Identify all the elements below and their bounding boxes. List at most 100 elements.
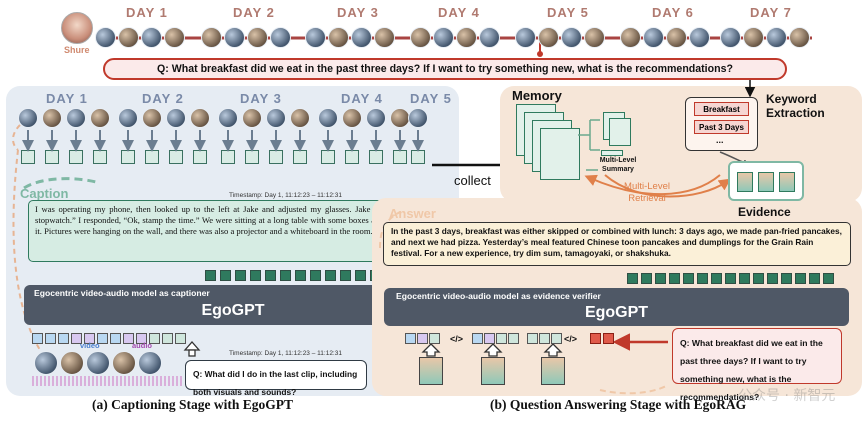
- left-day-5: DAY 5: [410, 91, 452, 106]
- question-banner: Q: What breakfast did we eat in the past…: [103, 58, 787, 80]
- verifier-input-token: [539, 333, 550, 344]
- caption-text: I was operating my phone, then looked up…: [35, 204, 431, 237]
- timeline-thumbnail: [410, 27, 431, 48]
- answer-token: [809, 273, 820, 284]
- input-token: [175, 333, 186, 344]
- video-label: video: [80, 341, 100, 350]
- answer-token: [683, 273, 694, 284]
- clip-thumbnail: [112, 351, 136, 375]
- left-day-thumbnail: [242, 108, 262, 128]
- answer-token: [767, 273, 778, 284]
- answer-token: [753, 273, 764, 284]
- verifier-frame: [541, 357, 565, 385]
- stage-b-title: (b) Question Answering Stage with EgoRAG: [490, 397, 747, 412]
- timeline-thumbnail: [141, 27, 162, 48]
- answer-title: Answer: [389, 206, 436, 221]
- top-timeline: Shure DAY 1 DAY 2 DAY 3 DAY 4 DAY 5 DAY …: [0, 0, 866, 62]
- timeline-thumbnail: [689, 27, 710, 48]
- evidence-title: Evidence: [738, 205, 791, 219]
- egogpt-verifier-bar: Egocentric video-audio model as evidence…: [384, 288, 849, 326]
- left-day-thumbnail: [408, 108, 428, 128]
- input-token: [58, 333, 69, 344]
- timeline-thumbnail: [766, 27, 787, 48]
- caption-token: [220, 270, 231, 281]
- timeline-day-3: DAY 3: [337, 5, 379, 20]
- timeline-thumbnail: [118, 27, 139, 48]
- clip-thumbnail: [34, 351, 58, 375]
- caption-token: [355, 270, 366, 281]
- sep-token-1: </>: [450, 334, 464, 344]
- caption-token: [235, 270, 246, 281]
- timeline-thumbnail: [95, 27, 116, 48]
- evidence-frame-1: [737, 172, 753, 192]
- timeline-thumbnail: [270, 27, 291, 48]
- keyword-box: Breakfast Past 3 Days ...: [685, 97, 758, 151]
- answer-token: [795, 273, 806, 284]
- clip-query-box: Q: What did I do in the last clip, inclu…: [185, 360, 367, 397]
- timeline-thumbnail: [247, 27, 268, 48]
- clip-thumbnail: [138, 351, 162, 375]
- left-day-3: DAY 3: [240, 91, 282, 106]
- timeline-thumbnail: [743, 27, 764, 48]
- timeline-day-2: DAY 2: [233, 5, 275, 20]
- caption-title: Caption: [20, 186, 69, 201]
- left-day-thumbnail: [142, 108, 162, 128]
- left-day-thumbnail: [90, 108, 110, 128]
- left-day-thumbnail: [266, 108, 286, 128]
- answer-token: [697, 273, 708, 284]
- keyword-title: Keyword Extraction: [766, 92, 825, 120]
- up-arrow: [421, 343, 441, 357]
- timeline-thumbnail: [305, 27, 326, 48]
- verifier-input-token: [417, 333, 428, 344]
- left-day-thumbnail: [190, 108, 210, 128]
- answer-token: [641, 273, 652, 284]
- input-token: [84, 333, 95, 344]
- answer-token: [711, 273, 722, 284]
- verifier-input-token: [472, 333, 483, 344]
- input-token: [123, 333, 134, 344]
- verifier-input-token: [527, 333, 538, 344]
- timeline-thumbnail: [620, 27, 641, 48]
- summary-label: Multi-Level Summary: [599, 157, 637, 173]
- left-day-thumbnail: [342, 108, 362, 128]
- answer-token: [725, 273, 736, 284]
- summary-page: [601, 150, 623, 156]
- timeline-day-4: DAY 4: [438, 5, 480, 20]
- left-day-thumbnail: [290, 108, 310, 128]
- timeline-thumbnail: [456, 27, 477, 48]
- timeline-thumbnail: [666, 27, 687, 48]
- sep-token-2: </>: [564, 334, 578, 344]
- timeline-thumbnail: [789, 27, 810, 48]
- left-day-thumbnail: [366, 108, 386, 128]
- timestamp-caption: Timestamp: Day 1, 11:12:23 – 11:12:31: [229, 192, 342, 199]
- verifier-red-token: [603, 333, 614, 344]
- timeline-day-7: DAY 7: [750, 5, 792, 20]
- left-day-thumbnail: [18, 108, 38, 128]
- verifier-question-text: Q: What breakfast did we eat in the past…: [680, 338, 823, 402]
- answer-token: [669, 273, 680, 284]
- left-day-2: DAY 2: [142, 91, 184, 106]
- verifier-frame: [419, 357, 443, 385]
- verifier-input-token: [551, 333, 562, 344]
- avatar: [61, 12, 93, 44]
- caption-box: I was operating my phone, then looked up…: [28, 200, 438, 262]
- summary-page: [609, 118, 631, 146]
- captioner-model-caption: Egocentric video-audio model as captione…: [34, 288, 210, 298]
- verifier-frame: [481, 357, 505, 385]
- verifier-question-box: Q: What breakfast did we eat in the past…: [672, 328, 842, 402]
- timeline-thumbnail: [584, 27, 605, 48]
- clip-thumbnail: [86, 351, 110, 375]
- left-day-4: DAY 4: [341, 91, 383, 106]
- timeline-day-6: DAY 6: [652, 5, 694, 20]
- answer-token: [655, 273, 666, 284]
- answer-text: In the past 3 days, breakfast was either…: [391, 226, 842, 259]
- timestamp-query: Timestamp: Day 1, 11:12:23 – 11:12:31: [229, 350, 342, 357]
- up-arrow: [543, 343, 563, 357]
- left-day-thumbnail: [42, 108, 62, 128]
- input-token: [97, 333, 108, 344]
- answer-box: In the past 3 days, breakfast was either…: [383, 222, 851, 266]
- caption-token: [280, 270, 291, 281]
- keyword-breakfast: Breakfast: [694, 102, 749, 116]
- caption-token: [205, 270, 216, 281]
- question-banner-text: Q: What breakfast did we eat in the past…: [157, 63, 733, 75]
